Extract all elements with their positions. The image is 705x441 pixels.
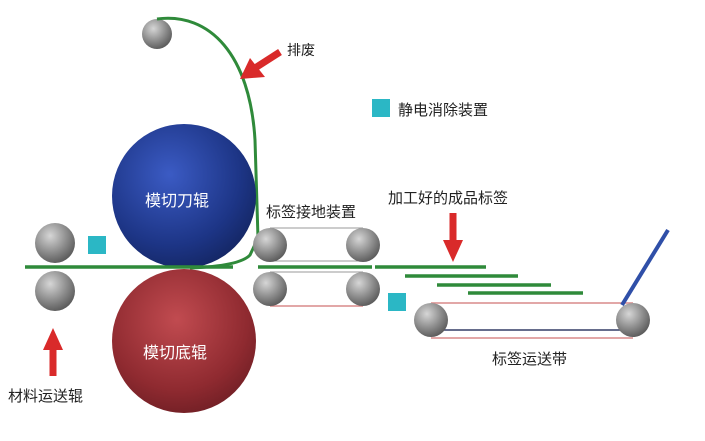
waste-label: 排废 — [287, 43, 315, 59]
grounding-roller — [253, 228, 287, 262]
grounding-roller — [253, 272, 287, 306]
waste-roller — [142, 19, 172, 49]
feed-roller-top — [35, 223, 75, 263]
material-feed-roller-label: 材料运送辊 — [8, 387, 84, 405]
grounding-roller — [346, 228, 380, 262]
anvil-roller — [112, 269, 256, 413]
conveyor-roller — [616, 303, 650, 337]
label-grounding-label: 标签接地装置 — [266, 203, 357, 221]
feed-roller-bottom — [35, 271, 75, 311]
static-eliminator-label: 静电消除装置 — [398, 101, 489, 119]
feed-roller-arrow — [43, 328, 63, 376]
conveyor-incline — [620, 228, 670, 307]
finished-labels-label: 加工好的成品标签 — [388, 189, 509, 207]
conveyor-roller — [414, 303, 448, 337]
die-cut-roller-label: 模切刀辊 — [145, 191, 210, 210]
label-conveyor-label: 标签运送带 — [492, 350, 568, 368]
static-eliminator-box — [88, 236, 106, 254]
static-eliminator-box — [388, 293, 406, 311]
waste-web-path — [156, 16, 260, 270]
die-cut-roller — [112, 124, 256, 268]
waste-arrow — [240, 49, 282, 79]
finished-labels-arrow — [443, 213, 463, 262]
anvil-roller-label: 模切底辊 — [143, 343, 208, 362]
legend-static-box — [372, 99, 390, 117]
grounding-roller — [346, 272, 380, 306]
